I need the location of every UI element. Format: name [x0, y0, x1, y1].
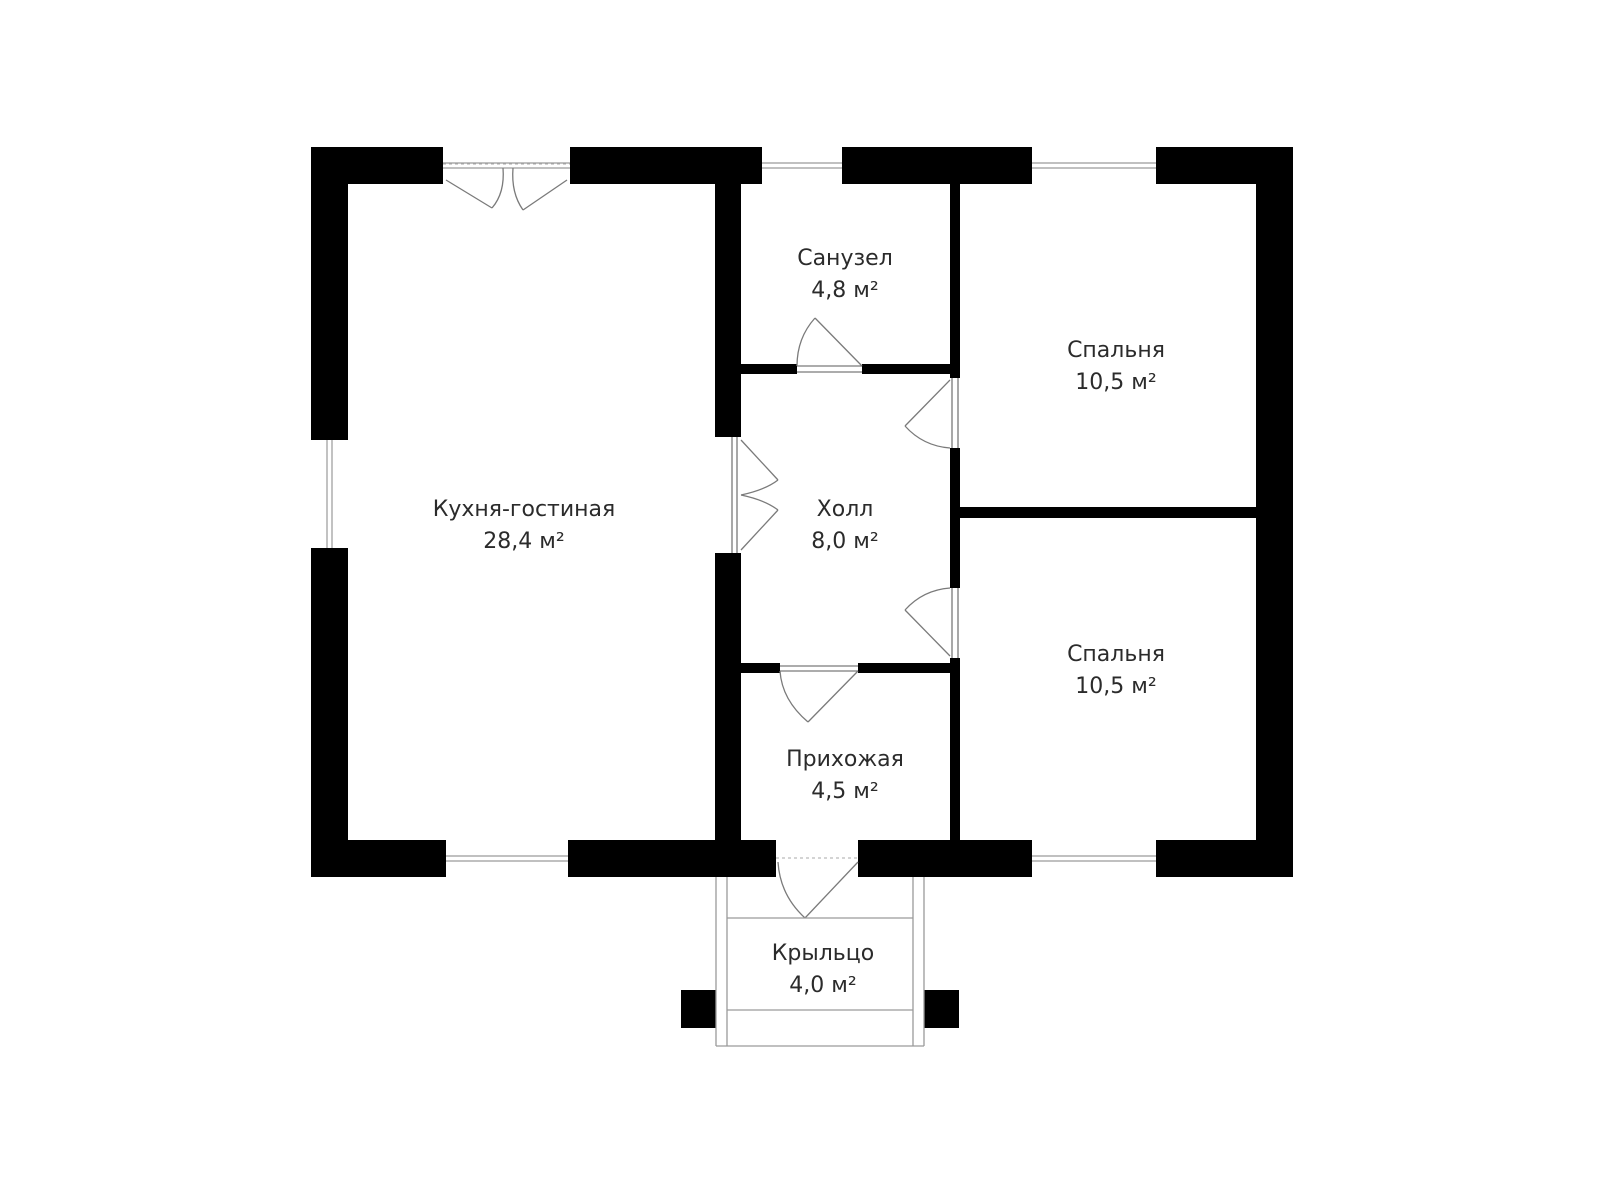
- room-labels: Кухня-гостиная 28,4 м² Санузел 4,8 м² Хо…: [433, 246, 1165, 998]
- room-area: 4,8 м²: [811, 278, 878, 303]
- room-bedroom1: Спальня 10,5 м²: [1067, 338, 1165, 395]
- porch-post-right: [924, 990, 959, 1028]
- wall-east: [1256, 147, 1293, 877]
- room-name: Холл: [817, 497, 874, 522]
- window-bathroom: [762, 147, 842, 184]
- room-name: Кухня-гостиная: [433, 497, 616, 522]
- window-bedroom2: [1032, 840, 1156, 877]
- window-kitchen-north: [443, 147, 570, 184]
- wall-bedroom-divider: [960, 507, 1256, 518]
- wall-hall-bedrooms: [950, 184, 960, 840]
- room-porch: Крыльцо 4,0 м²: [772, 941, 874, 998]
- door-bathroom: [796, 317, 863, 374]
- room-name: Спальня: [1067, 642, 1165, 667]
- room-area: 4,0 м²: [789, 973, 856, 998]
- room-area: 10,5 м²: [1075, 674, 1156, 699]
- doors: [443, 163, 960, 919]
- window-bedroom1: [1032, 147, 1156, 184]
- room-name: Спальня: [1067, 338, 1165, 363]
- room-bedroom2: Спальня 10,5 м²: [1067, 642, 1165, 699]
- room-name: Крыльцо: [772, 941, 874, 966]
- windows: [311, 147, 1156, 877]
- door-bedroom1: [904, 378, 960, 449]
- room-entry: Прихожая 4,5 м²: [786, 747, 904, 804]
- room-bathroom: Санузел 4,8 м²: [797, 246, 893, 303]
- door-bedroom2: [904, 587, 960, 658]
- window-kitchen-south: [446, 840, 568, 877]
- room-area: 28,4 м²: [483, 529, 564, 554]
- room-name: Прихожая: [786, 747, 904, 772]
- room-hall: Холл 8,0 м²: [811, 497, 878, 554]
- room-kitchen: Кухня-гостиная 28,4 м²: [433, 497, 616, 554]
- door-entry-hall: [779, 663, 859, 723]
- window-kitchen-west: [311, 440, 348, 548]
- porch-post-left: [681, 990, 716, 1028]
- room-area: 4,5 м²: [811, 779, 878, 804]
- room-area: 10,5 м²: [1075, 370, 1156, 395]
- room-area: 8,0 м²: [811, 529, 878, 554]
- door-front: [776, 840, 859, 919]
- door-kitchen-terrace: [443, 163, 570, 211]
- door-kitchen-hall: [715, 437, 779, 553]
- porch: [681, 877, 959, 1047]
- room-name: Санузел: [797, 246, 893, 271]
